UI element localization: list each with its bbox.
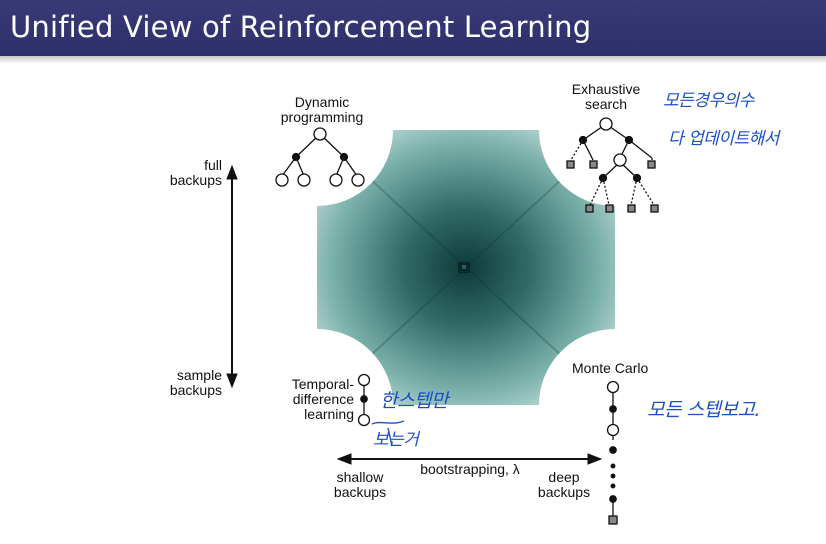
annotation-es-2: 다 업데이트해서: [668, 129, 779, 149]
dp-label-line2: programming: [280, 109, 364, 125]
horizontal-axis-arrow: [336, 453, 603, 465]
label-dynamic-programming: Dynamic programming: [262, 95, 382, 125]
label-exhaustive-search: Exhaustive search: [556, 82, 656, 112]
label-temporal-difference: Temporal- difference learning: [262, 377, 354, 422]
vertical-axis-arrow: [226, 164, 238, 389]
td-backup-chain: [357, 373, 371, 427]
dp-backup-tree: [275, 127, 365, 187]
label-sample-backups: sample backups: [150, 368, 222, 398]
deep-label-line1: deep: [548, 469, 580, 485]
full-label-line1: full: [204, 157, 222, 173]
annotation-td-2: 보는거: [373, 430, 419, 450]
shaded-square: [316, 129, 616, 406]
title-shadow: [0, 56, 826, 64]
exhaustive-search-tree: [566, 117, 659, 213]
shallow-label-line2: backups: [333, 484, 387, 500]
td-label-line1: Temporal-: [291, 376, 354, 392]
slide-title: Unified View of Reinforcement Learning: [10, 10, 592, 44]
label-monte-carlo: Monte Carlo: [572, 360, 649, 376]
full-label-line2: backups: [169, 172, 222, 188]
label-deep-backups: deep backups: [533, 470, 595, 500]
annotation-es-1: 모든경우의수: [663, 91, 754, 111]
es-label-line1: Exhaustive: [571, 81, 641, 97]
slide-title-bar: Unified View of Reinforcement Learning: [0, 0, 826, 56]
mc-backup-chain: [606, 380, 620, 525]
label-shallow-backups: shallow backups: [320, 470, 400, 500]
handwriting-marks: [371, 420, 405, 447]
sample-label-line1: sample: [176, 367, 222, 383]
dp-label-line1: Dynamic: [294, 94, 350, 110]
shallow-label-line1: shallow: [336, 469, 384, 485]
td-label-line2: difference: [292, 391, 354, 407]
deep-label-line2: backups: [537, 484, 591, 500]
annotation-mc: 모든 스텝보고.: [647, 399, 760, 421]
es-label-line2: search: [584, 96, 628, 112]
annotation-td-1: 한스텝만: [380, 390, 448, 412]
sample-label-line2: backups: [169, 382, 222, 398]
td-label-line3: learning: [304, 406, 354, 422]
label-full-backups: full backups: [150, 158, 222, 188]
label-bootstrapping: bootstrapping, λ: [420, 461, 520, 477]
